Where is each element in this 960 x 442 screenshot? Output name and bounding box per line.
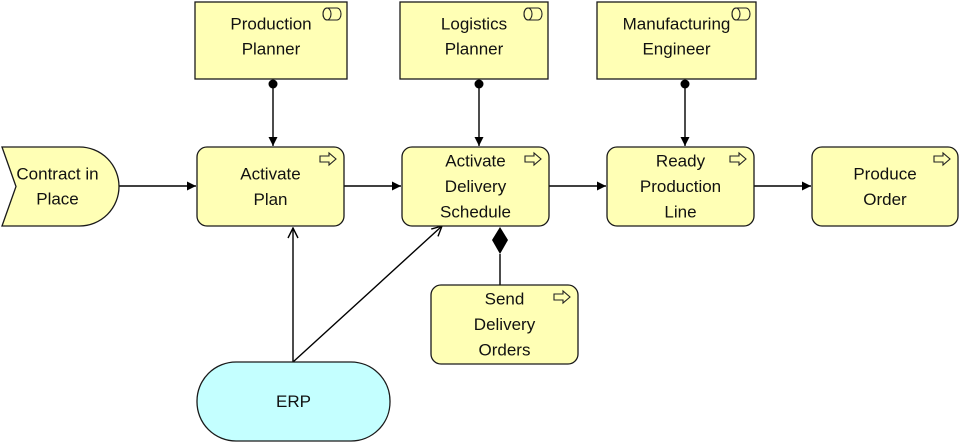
erp-node[interactable]: ERP xyxy=(196,361,391,442)
process-arrow-icon xyxy=(319,151,337,167)
serving-connector xyxy=(292,226,442,363)
node-label-line: ERP xyxy=(276,392,311,411)
process-arrow-icon xyxy=(729,151,747,167)
node-label-line: Contract in xyxy=(16,165,98,184)
node-label-line: Planner xyxy=(242,40,301,59)
node-label-line: Manufacturing xyxy=(623,15,731,34)
process-arrow-icon xyxy=(524,151,542,167)
node-label-line: Delivery xyxy=(474,315,536,334)
role-cylinder-icon xyxy=(731,7,751,21)
node-label-line: Line xyxy=(664,203,696,222)
node-label-line: Logistics xyxy=(441,15,507,34)
node-label-line: Planner xyxy=(445,40,504,59)
node-label-line: Production xyxy=(230,15,311,34)
node-label-line: Orders xyxy=(479,341,531,360)
node-label-line: Activate xyxy=(445,152,505,171)
composition-diamond xyxy=(492,227,508,254)
node-label-line: Ready xyxy=(656,152,706,171)
role-cylinder-icon xyxy=(523,7,543,21)
node-label-line: Engineer xyxy=(642,40,710,59)
process-arrow-icon xyxy=(933,151,951,167)
node-label-line: Send xyxy=(485,290,525,309)
contract-in-place-node[interactable]: Contract in Place xyxy=(1,146,120,227)
node-label-line: Delivery xyxy=(445,177,507,196)
node-label-line: Activate xyxy=(240,164,300,183)
connections-layer xyxy=(119,79,811,363)
node-label-line: Production xyxy=(640,177,721,196)
role-cylinder-icon xyxy=(322,7,342,21)
node-label-line: Produce xyxy=(853,164,916,183)
node-label-line: Plan xyxy=(253,190,287,209)
node-label-line: Schedule xyxy=(440,203,511,222)
node-label-line: Place xyxy=(36,190,79,209)
node-label-line: Order xyxy=(863,190,907,209)
process-arrow-icon xyxy=(553,289,571,305)
